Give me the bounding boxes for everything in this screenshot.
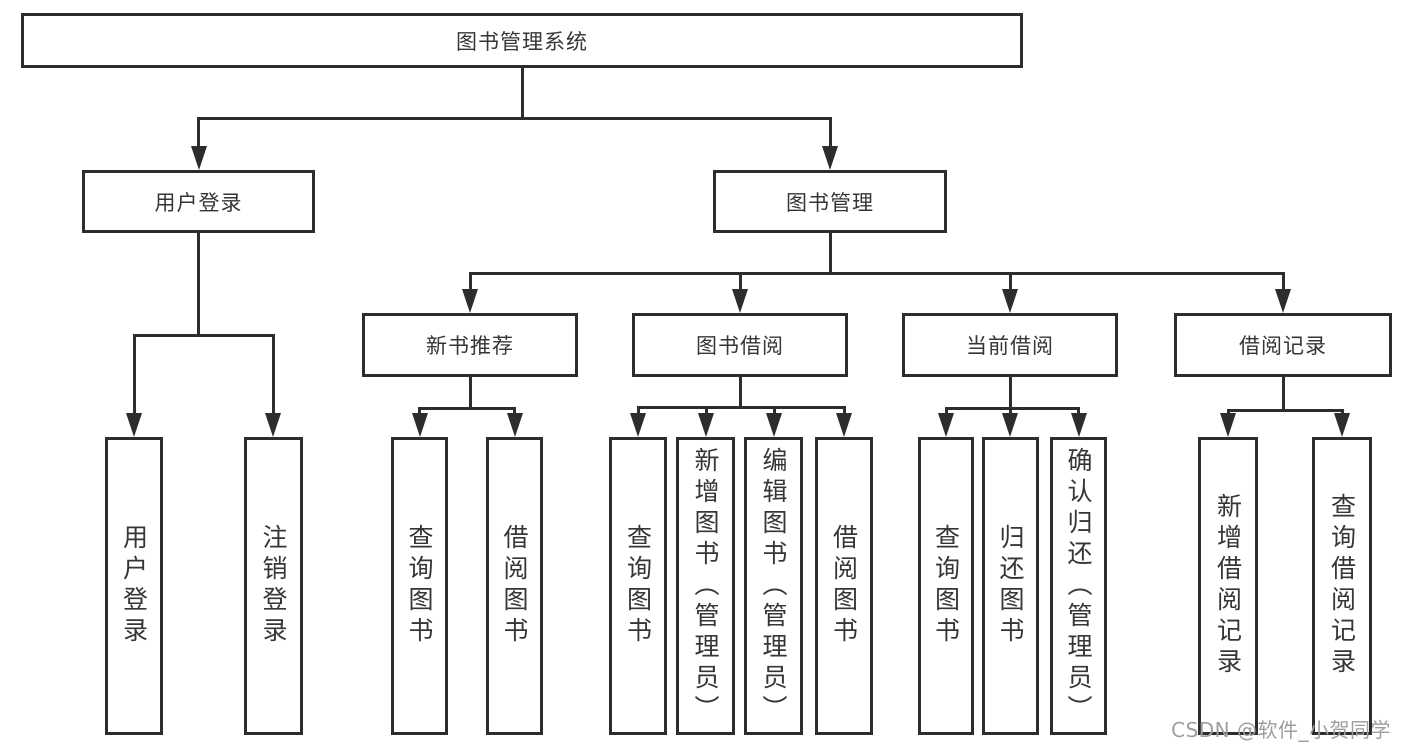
connector-segment: [1226, 409, 1344, 412]
arrow-down-icon: [1002, 413, 1018, 437]
connector-segment: [1281, 377, 1285, 412]
connector-segment: [271, 334, 275, 419]
leaf-borrow-book-recommend: 借阅图书: [486, 437, 543, 735]
node-label: 图书借阅: [696, 334, 784, 358]
connector-segment: [468, 272, 1285, 275]
leaf-borrow-book: 借阅图书: [815, 437, 873, 735]
arrow-down-icon: [938, 413, 954, 437]
node-label: 图书管理系统: [456, 29, 588, 54]
leaf-label: 用户登录: [119, 524, 149, 648]
leaf-label: 查询图书: [931, 524, 961, 648]
leaf-query-borrow-record: 查询借阅记录: [1312, 437, 1372, 735]
leaf-query-book-recommend: 查询图书: [391, 437, 448, 735]
node-user-login: 用户登录: [82, 170, 315, 233]
node-label: 当前借阅: [966, 334, 1054, 358]
arrow-down-icon: [506, 413, 523, 437]
connector-segment: [636, 406, 846, 409]
arrow-down-icon: [822, 146, 838, 170]
connector-segment: [1008, 272, 1012, 294]
node-borrowing-records: 借阅记录: [1174, 313, 1392, 377]
connector-segment: [468, 272, 472, 294]
leaf-label: 借阅图书: [500, 524, 529, 648]
connector-segment: [132, 334, 136, 419]
node-label: 用户登录: [154, 190, 243, 215]
connector-segment: [468, 377, 472, 410]
node-book-borrowing: 图书借阅: [632, 313, 848, 377]
arrow-down-icon: [1334, 413, 1350, 437]
connector-segment: [197, 233, 200, 337]
connector-segment: [132, 334, 275, 337]
arrow-down-icon: [766, 413, 782, 437]
arrow-down-icon: [630, 413, 646, 437]
connector-segment: [944, 407, 1080, 410]
leaf-label: 查询借阅记录: [1327, 493, 1357, 679]
arrow-down-icon: [126, 413, 142, 437]
arrow-down-icon: [1002, 289, 1018, 313]
connector-segment: [828, 233, 832, 275]
leaf-label: 新增借阅记录: [1213, 493, 1243, 679]
leaf-add-borrow-record: 新增借阅记录: [1198, 437, 1258, 735]
connector-segment: [1281, 272, 1285, 294]
node-label: 图书管理: [786, 190, 874, 215]
connector-segment: [828, 117, 832, 152]
node-label: 新书推荐: [426, 334, 514, 358]
leaf-label: 查询图书: [623, 524, 653, 648]
node-current-borrowing: 当前借阅: [902, 313, 1118, 377]
node-label: 借阅记录: [1239, 334, 1327, 358]
connector-segment: [520, 68, 524, 120]
arrow-down-icon: [732, 289, 748, 313]
leaf-return-book: 归还图书: [982, 437, 1039, 735]
node-book-management: 图书管理: [713, 170, 947, 233]
leaf-label: 归还图书: [996, 524, 1025, 648]
leaf-label: 借阅图书: [829, 524, 859, 648]
leaf-label: 新增图书（管理员）: [691, 446, 720, 726]
leaf-query-book-current: 查询图书: [918, 437, 974, 735]
connector-segment: [738, 272, 742, 294]
arrow-down-icon: [1275, 289, 1291, 313]
arrow-down-icon: [836, 413, 852, 437]
connector-segment: [1008, 377, 1012, 410]
leaf-query-book-borrowing: 查询图书: [609, 437, 667, 735]
arrow-down-icon: [1070, 413, 1087, 437]
arrow-down-icon: [1220, 413, 1236, 437]
connector-segment: [738, 377, 742, 409]
arrow-down-icon: [698, 413, 714, 437]
csdn-watermark: CSDN @软件_小贺同学: [1171, 718, 1391, 742]
node-root-library-system: 图书管理系统: [21, 13, 1023, 68]
connector-segment: [197, 117, 831, 120]
leaf-label: 查询图书: [405, 524, 434, 648]
leaf-user-login: 用户登录: [105, 437, 163, 735]
leaf-label: 确认归还（管理员）: [1064, 446, 1093, 726]
leaf-logout: 注销登录: [244, 437, 303, 735]
leaf-add-book-admin: 新增图书（管理员）: [676, 437, 735, 735]
arrow-down-icon: [265, 413, 281, 437]
leaf-edit-book-admin: 编辑图书（管理员）: [744, 437, 803, 735]
leaf-label: 编辑图书（管理员）: [759, 446, 788, 726]
arrow-down-icon: [411, 413, 428, 437]
arrow-down-icon: [190, 146, 207, 170]
connector-segment: [197, 117, 200, 152]
node-new-book-recommendation: 新书推荐: [362, 313, 578, 377]
connector-segment: [418, 407, 516, 410]
arrow-down-icon: [462, 289, 478, 313]
leaf-confirm-return-admin: 确认归还（管理员）: [1050, 437, 1107, 735]
leaf-label: 注销登录: [259, 524, 288, 648]
